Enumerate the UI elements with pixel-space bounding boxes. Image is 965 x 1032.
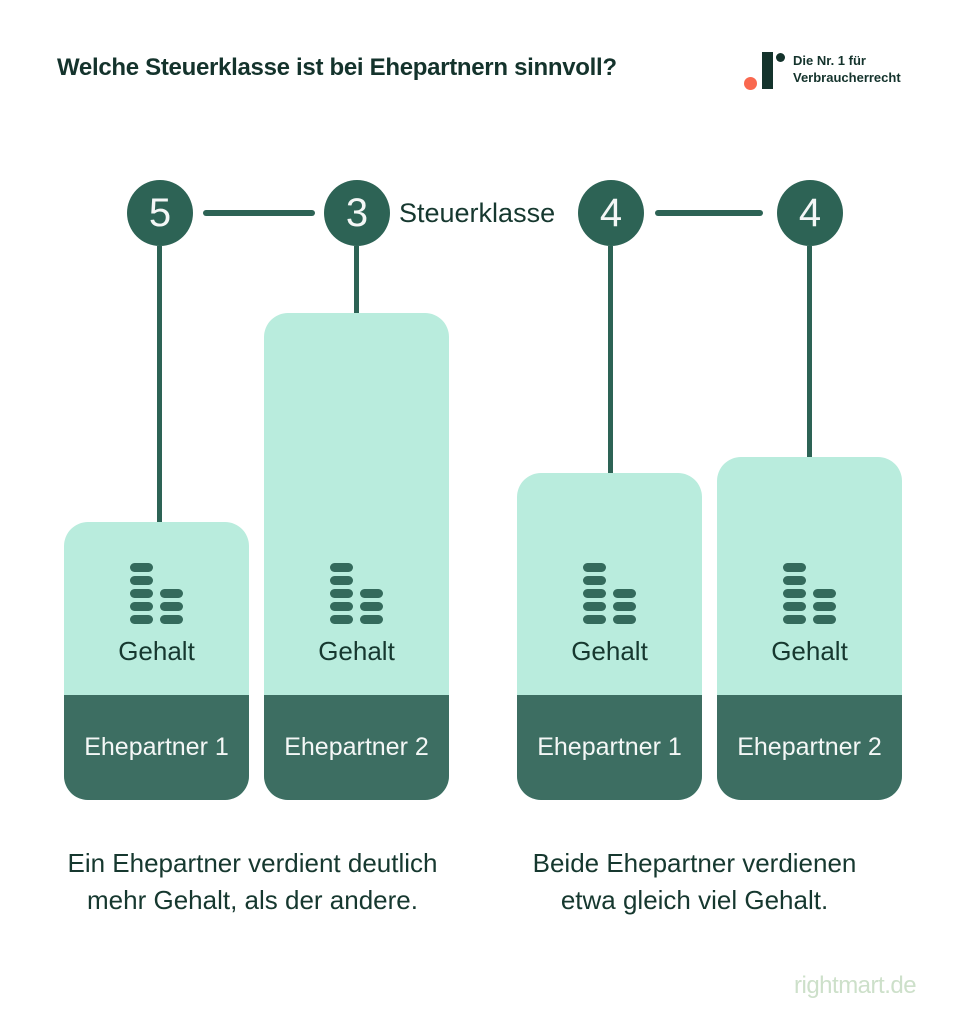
chart-icon-short-column [613, 589, 636, 624]
salary-chart-icon [330, 563, 383, 624]
chart-icon-tall-column [330, 563, 353, 624]
salary-chart-icon [583, 563, 636, 624]
salary-bar-s2-partner1: Gehalt Ehepartner 1 [517, 473, 702, 800]
partner-label: Ehepartner 1 [517, 695, 702, 800]
salary-bar-body: Gehalt [264, 313, 449, 695]
rightmart-logo-icon [742, 48, 790, 92]
steuerklasse-number: 4 [798, 190, 822, 235]
chart-icon-tall-column [783, 563, 806, 624]
scenario1-caption: Ein Ehepartner verdient deutlich mehr Ge… [40, 845, 465, 919]
salary-bar-body: Gehalt [517, 473, 702, 695]
steuerklasse-number: 3 [345, 190, 369, 235]
logo-bar-shape [762, 52, 773, 89]
caption-line1: Beide Ehepartner verdienen [532, 848, 857, 878]
steuerklasse-circle-s1-p1: 5 [127, 180, 193, 246]
brand-tagline-line2: Verbraucherrecht [793, 70, 901, 85]
scenario2-caption: Beide Ehepartner verdienen etwa gleich v… [487, 845, 902, 919]
salary-bar-body: Gehalt [717, 457, 902, 695]
salary-label: Gehalt [118, 636, 195, 666]
salary-label: Gehalt [318, 636, 395, 666]
connector-drop-s2-partner2 [807, 246, 812, 459]
salary-label: Gehalt [571, 636, 648, 666]
connector-drop-s2-partner1 [608, 246, 613, 475]
watermark-rightmart-de: rightmart.de [794, 972, 917, 999]
salary-bar-s2-partner2: Gehalt Ehepartner 2 [717, 457, 902, 800]
partner-label: Ehepartner 2 [264, 695, 449, 800]
logo-coral-dot [744, 77, 757, 90]
salary-bar-body: Gehalt [64, 522, 249, 695]
rightmart-brand: Die Nr. 1 für Verbraucherrecht [742, 48, 901, 92]
connector-line-scenario2 [655, 210, 763, 216]
connector-line-scenario1 [203, 210, 315, 216]
steuerklasse-circle-s1-p2: 3 [324, 180, 390, 246]
connector-drop-s1-partner1 [157, 246, 162, 524]
salary-chart-icon [783, 563, 836, 624]
page-title: Welche Steuerklasse ist bei Ehepartnern … [57, 54, 617, 81]
partner-label: Ehepartner 2 [717, 695, 902, 800]
chart-icon-tall-column [583, 563, 606, 624]
logo-dark-dot [776, 53, 785, 62]
salary-label: Gehalt [771, 636, 848, 666]
chart-icon-short-column [813, 589, 836, 624]
steuerklasse-circle-s2-p2: 4 [777, 180, 843, 246]
brand-tagline: Die Nr. 1 für Verbraucherrecht [793, 48, 901, 86]
salary-bar-s1-partner2: Gehalt Ehepartner 2 [264, 313, 449, 800]
steuerklasse-number: 5 [148, 190, 172, 235]
caption-line2: etwa gleich viel Gehalt. [560, 885, 829, 915]
salary-bar-s1-partner1: Gehalt Ehepartner 1 [64, 522, 249, 800]
chart-icon-short-column [360, 589, 383, 624]
partner-label: Ehepartner 1 [64, 695, 249, 800]
chart-icon-short-column [160, 589, 183, 624]
brand-tagline-line1: Die Nr. 1 für [793, 53, 866, 68]
steuerklasse-number: 4 [599, 190, 623, 235]
steuerklasse-circle-s2-p1: 4 [578, 180, 644, 246]
caption-line2: mehr Gehalt, als der andere. [87, 885, 418, 915]
chart-icon-tall-column [130, 563, 153, 624]
caption-line1: Ein Ehepartner verdient deutlich [67, 848, 438, 878]
salary-chart-icon [130, 563, 183, 624]
steuerklasse-label: Steuerklasse [399, 198, 556, 228]
connector-drop-s1-partner2 [354, 246, 359, 315]
